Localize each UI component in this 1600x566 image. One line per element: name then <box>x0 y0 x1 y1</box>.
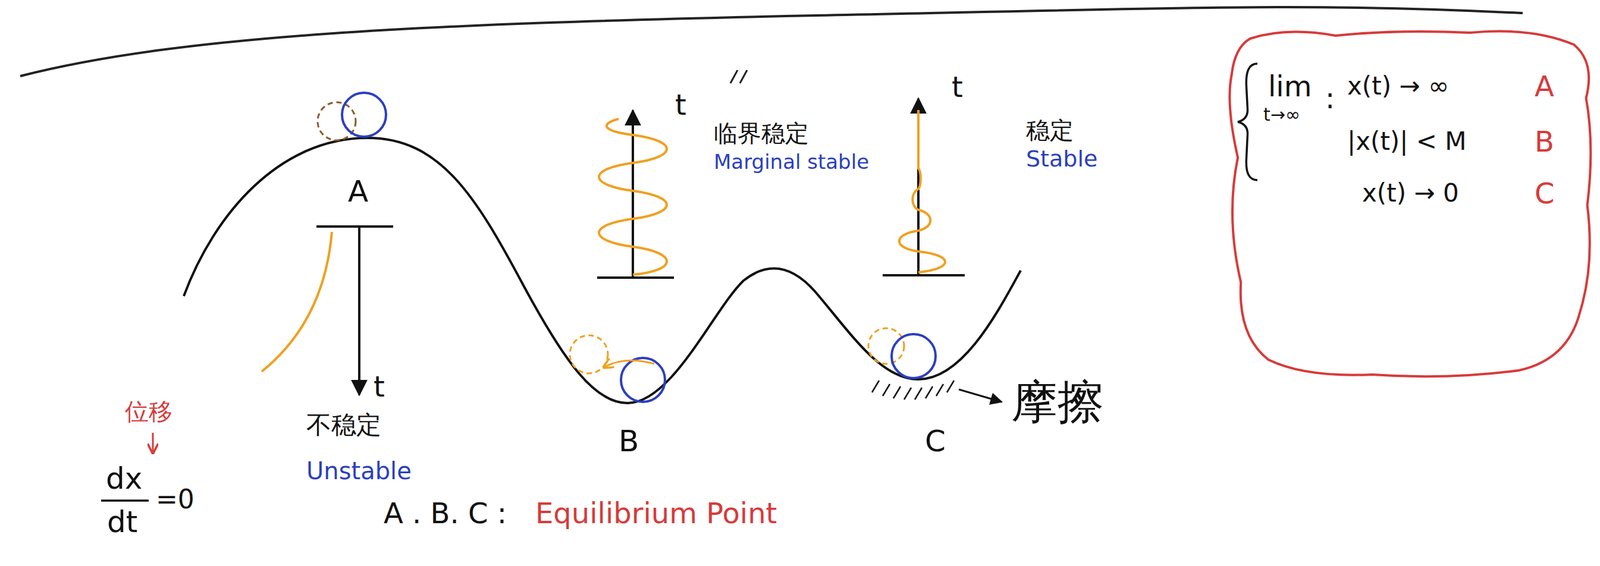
ball <box>891 334 936 379</box>
state-label: 稳定 <box>1026 115 1074 145</box>
limit-subscript: t→∞ <box>1263 104 1301 126</box>
friction-hatching <box>871 380 955 400</box>
ball <box>620 358 665 403</box>
state-label: 不稳定 <box>306 410 382 441</box>
limit-operator: lim <box>1268 69 1312 105</box>
response-curve <box>261 231 332 372</box>
leader-arrow <box>958 389 1002 403</box>
axis-base <box>597 276 674 279</box>
potential-curve <box>183 137 1021 404</box>
definition-label: Equilibrium Point <box>535 496 777 532</box>
point-label: A <box>347 173 369 210</box>
displaced-ball <box>317 102 356 141</box>
response-curve <box>598 118 667 275</box>
axis-base <box>316 225 394 228</box>
cloud-border <box>1229 31 1591 378</box>
case-letter: A <box>1534 69 1555 105</box>
state-label: Unstable <box>306 456 412 486</box>
displaced-ball <box>868 328 905 365</box>
case-letter: B <box>1534 124 1555 160</box>
limit-case: x(t) → ∞ <box>1347 71 1449 102</box>
note-label: 位移 <box>124 397 173 426</box>
point-label: B <box>618 423 639 460</box>
time-axis <box>358 226 361 395</box>
break-mark <box>730 70 748 84</box>
colon: : <box>1325 81 1335 116</box>
definition-label: A . B. C : <box>383 496 507 532</box>
response-curve <box>899 110 946 273</box>
displaced-ball <box>569 335 608 374</box>
formula-part: =0 <box>155 484 195 516</box>
brace <box>1237 63 1258 181</box>
formula-part: dt <box>107 504 138 541</box>
fraction-bar <box>101 499 149 503</box>
limit-case: |x(t)| < M <box>1347 126 1467 157</box>
axis-label: t <box>675 88 687 123</box>
state-label: Stable <box>1026 145 1098 174</box>
state-label: Marginal stable <box>713 149 869 175</box>
motion-arrow <box>603 360 655 368</box>
axis-base <box>882 274 965 277</box>
axis-label: t <box>373 369 385 405</box>
case-letter: C <box>1534 176 1555 212</box>
point-label: C <box>924 423 946 460</box>
leader-arrow <box>152 433 155 454</box>
formula-part: dx <box>105 460 143 497</box>
page-line <box>20 7 1523 77</box>
axis-label: t <box>951 70 963 105</box>
limit-cloud: limt→∞: x(t) → ∞ A |x(t)| < M Bx(t) → 0 C <box>1213 26 1596 381</box>
ball <box>342 92 387 137</box>
friction-label: 摩擦 <box>1011 374 1104 431</box>
state-label: 临界稳定 <box>713 118 809 148</box>
limit-case: x(t) → 0 <box>1362 178 1460 209</box>
